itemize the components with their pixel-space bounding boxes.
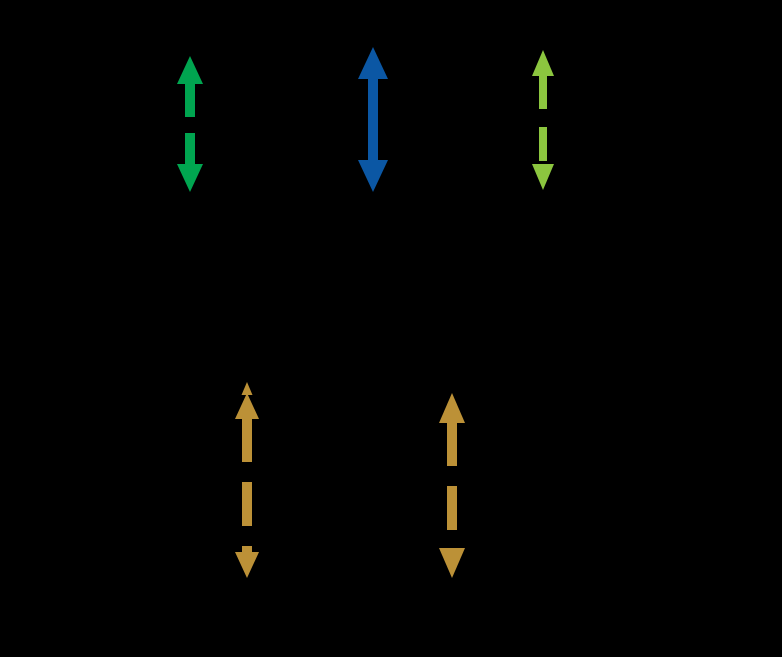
ochre-right-double-arrow-head-up [439, 393, 465, 423]
blue-double-arrow-head-down [358, 160, 388, 192]
light-green-double-arrow-head-down [532, 164, 554, 190]
dark-green-double-arrow-head-up [177, 56, 203, 84]
light-green-double-arrow-head-up [532, 50, 554, 76]
ochre-right-double-arrow-head-down [439, 548, 465, 578]
ochre-left-double-arrow[interactable] [235, 382, 259, 578]
dark-green-double-arrow-head-down [177, 164, 203, 192]
ochre-left-double-arrow-head-up-secondary [241, 382, 253, 395]
blue-double-arrow-head-up [358, 47, 388, 79]
ochre-right-double-arrow[interactable] [439, 393, 465, 578]
dark-green-double-arrow[interactable] [177, 56, 203, 192]
light-green-double-arrow[interactable] [532, 50, 554, 190]
ochre-left-double-arrow-head-up [235, 393, 259, 419]
ochre-left-double-arrow-head-down [235, 552, 259, 578]
blue-double-arrow[interactable] [358, 47, 388, 192]
